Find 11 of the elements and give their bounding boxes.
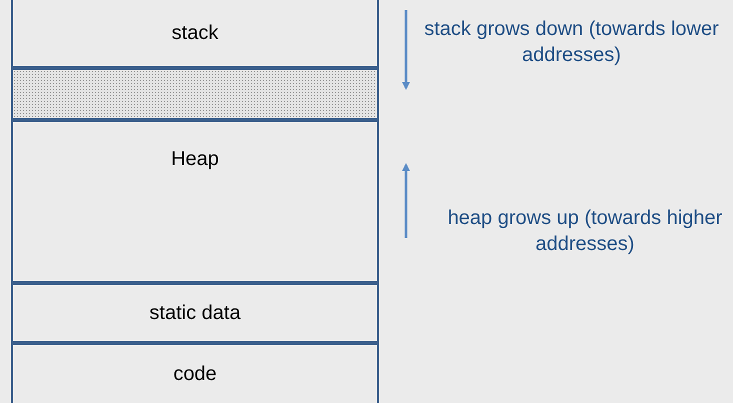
segment-label: stack [172,21,218,46]
segment-label: static data [149,301,241,326]
memory-segment-box [11,343,379,403]
memory-segment-box [11,0,379,68]
hatched-gap-box [11,68,379,120]
segment-label: Heap [171,147,219,172]
memory-segment-box [11,283,379,343]
note-text: stack grows down (towards lower addresses) [423,17,720,68]
memory-segment-box [11,120,379,283]
note-text: heap grows up (towards higher addresses) [446,206,724,257]
segment-label: code [173,362,217,387]
